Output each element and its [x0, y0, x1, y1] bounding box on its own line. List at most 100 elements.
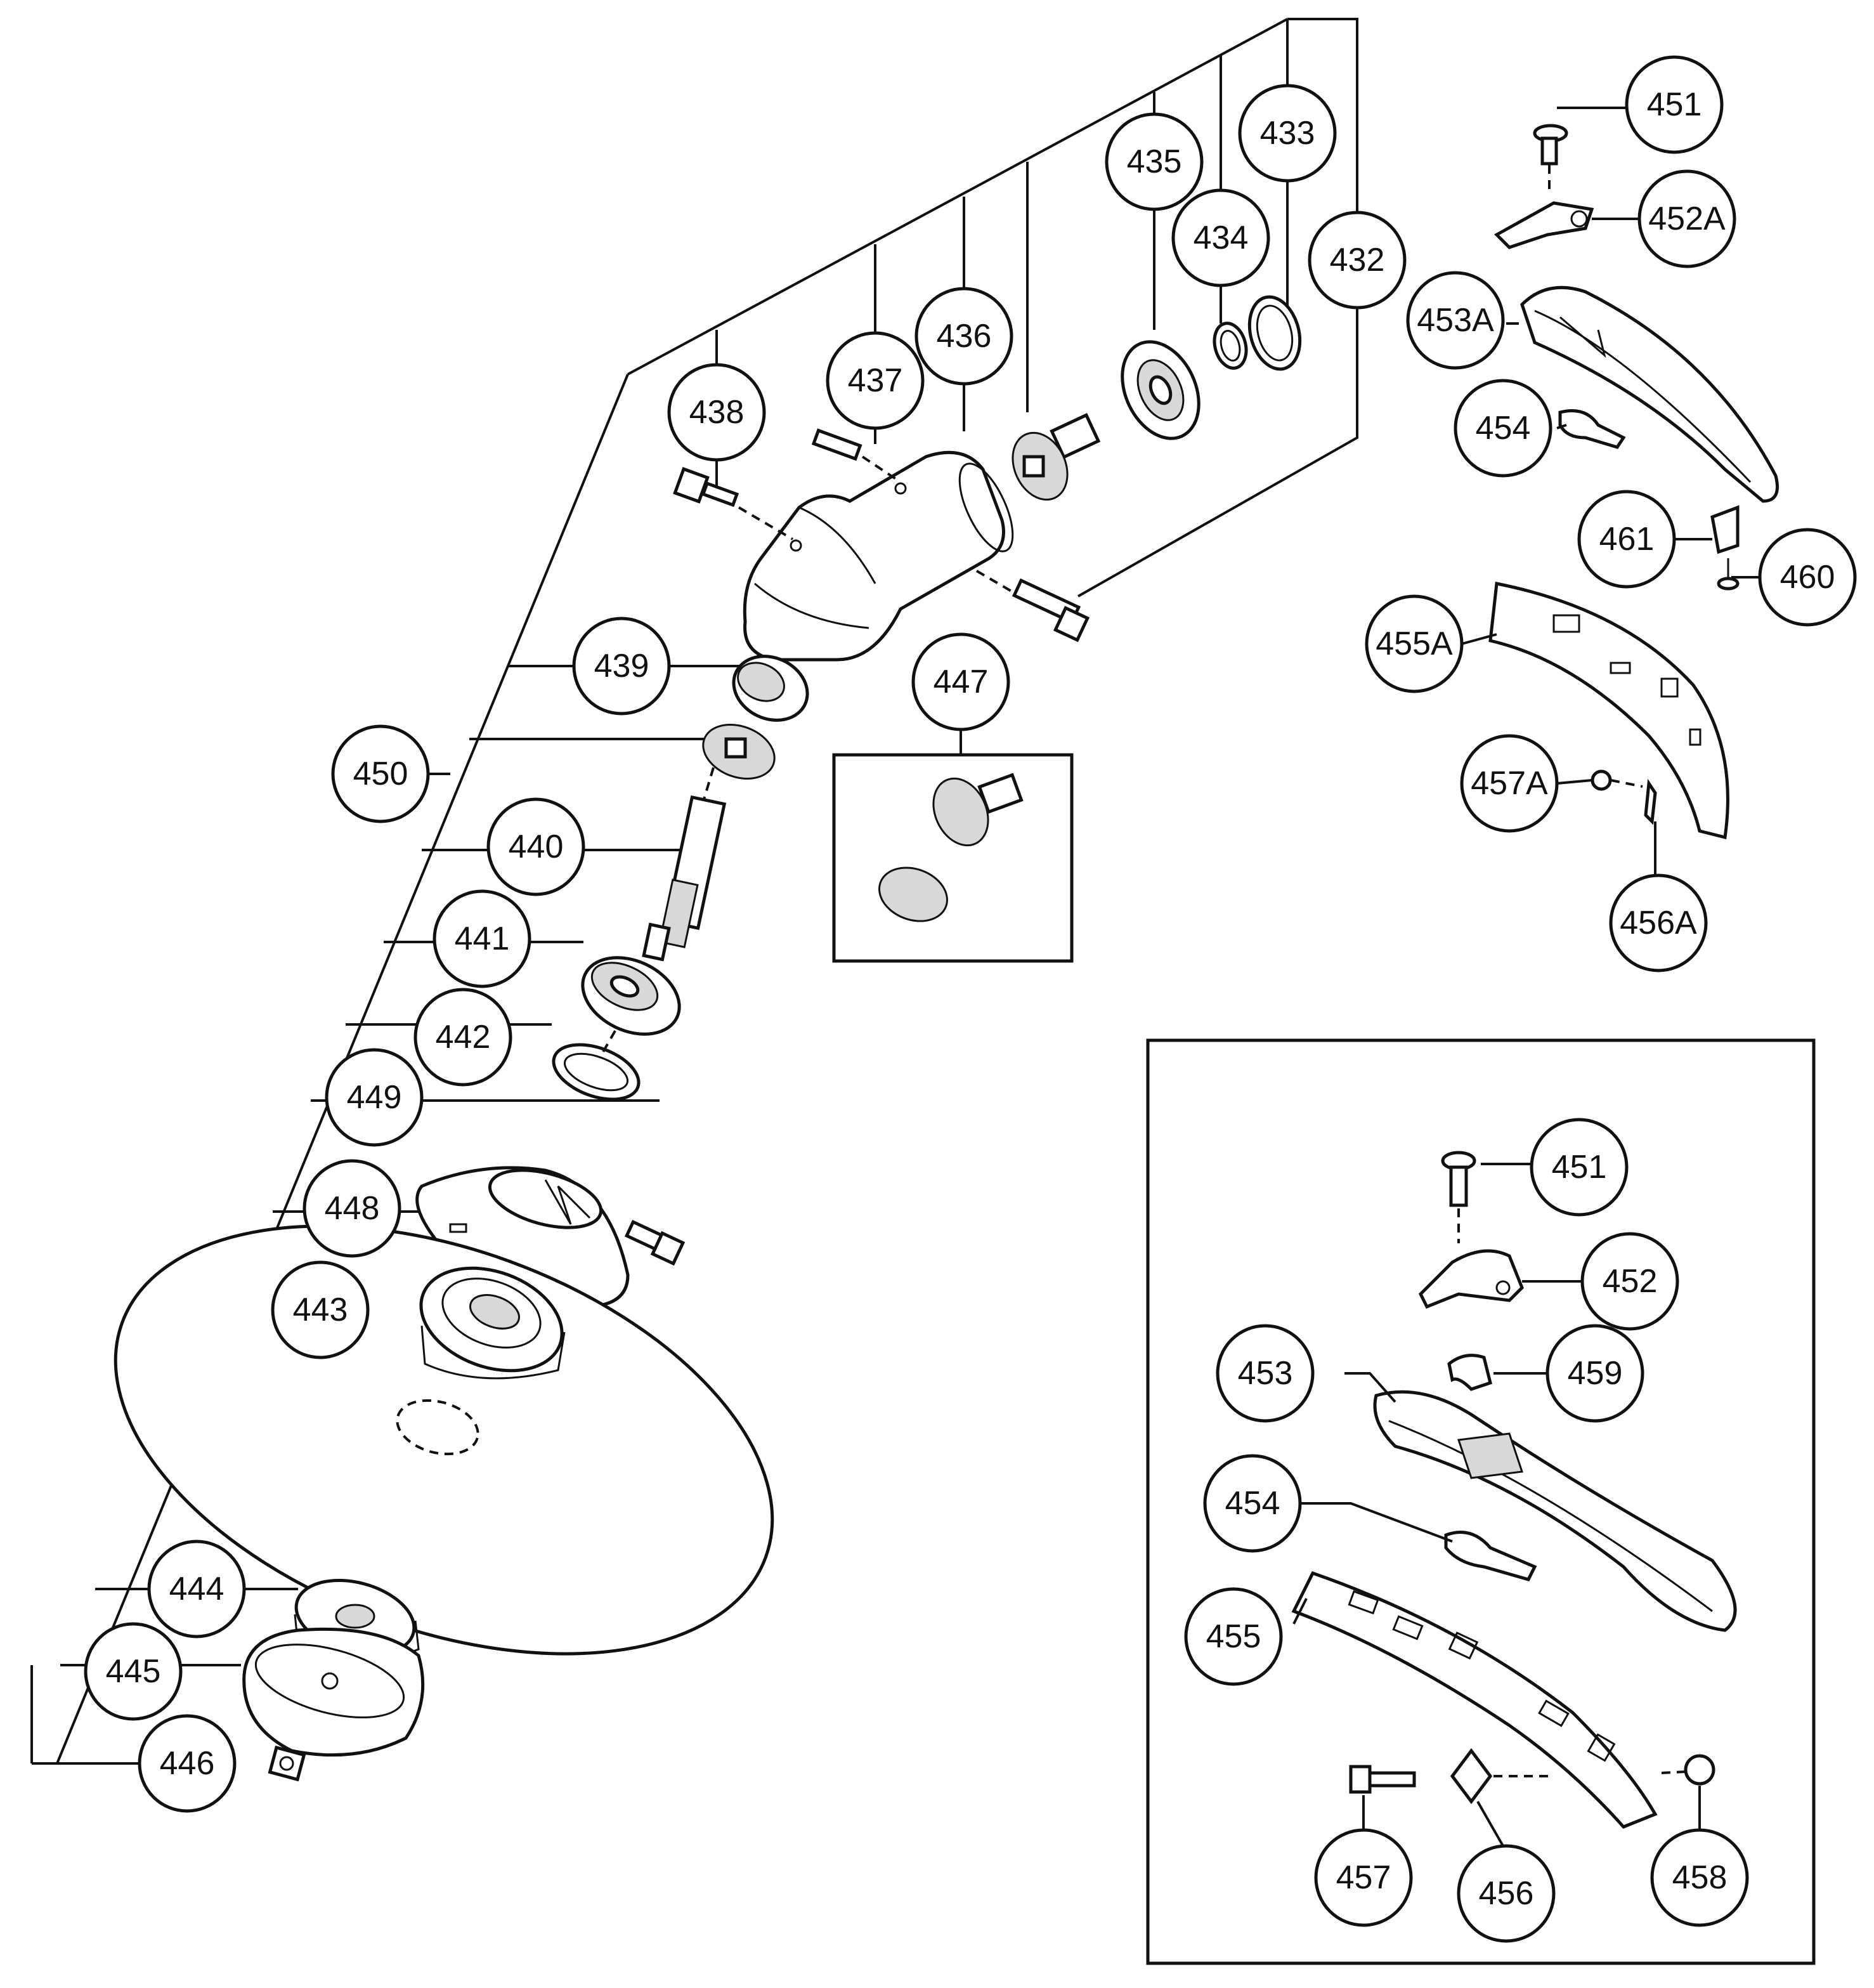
callout-444: 444 — [147, 1540, 246, 1638]
svg-text:440: 440 — [509, 828, 564, 865]
callout-452a: 452A — [1637, 169, 1736, 268]
callout-451: 451 — [1530, 1118, 1629, 1217]
callout-457a: 457A — [1460, 734, 1559, 833]
callout-438: 438 — [667, 363, 766, 462]
svg-text:452A: 452A — [1648, 200, 1726, 237]
svg-text:456: 456 — [1479, 1875, 1534, 1912]
callout-458: 458 — [1650, 1828, 1749, 1927]
svg-text:446: 446 — [160, 1745, 215, 1782]
callout-437: 437 — [826, 331, 925, 430]
svg-text:435: 435 — [1127, 143, 1182, 180]
guard-453 — [1344, 1372, 1737, 1632]
holder-443 — [419, 1266, 566, 1380]
callout-436: 436 — [914, 287, 1013, 386]
svg-text:444: 444 — [169, 1571, 224, 1607]
svg-text:450: 450 — [353, 755, 408, 792]
snap-ring-433 — [1247, 295, 1302, 371]
screw-460 — [1717, 558, 1740, 591]
svg-text:442: 442 — [436, 1019, 491, 1056]
cover-445 — [242, 1627, 425, 1757]
svg-text:437: 437 — [848, 362, 903, 399]
bevel-gear — [702, 723, 776, 780]
callout-441: 441 — [433, 889, 531, 988]
callout-455a: 455A — [1365, 594, 1464, 693]
callout-454: 454 — [1203, 1454, 1302, 1553]
callout-461: 461 — [1577, 490, 1676, 589]
guard-455 — [1291, 1571, 1658, 1829]
callout-432: 432 — [1308, 211, 1407, 310]
svg-text:453A: 453A — [1417, 302, 1494, 339]
callout-455: 455 — [1184, 1587, 1283, 1686]
svg-text:438: 438 — [689, 394, 745, 431]
inset-box — [1146, 1038, 1816, 1965]
svg-text:458: 458 — [1672, 1859, 1728, 1896]
callout-443: 443 — [271, 1260, 370, 1359]
callout-451a: 451 — [1625, 55, 1724, 154]
svg-text:434: 434 — [1194, 219, 1249, 256]
plate-456a — [1644, 778, 1657, 825]
ball-bearing-435 — [1121, 340, 1201, 440]
callout-435: 435 — [1105, 112, 1204, 211]
bolt-437 — [811, 428, 902, 483]
svg-text:461: 461 — [1599, 521, 1655, 558]
callout-442: 442 — [413, 988, 512, 1087]
svg-text:456A: 456A — [1620, 905, 1697, 941]
clamp-454a — [1558, 409, 1626, 449]
shaft-440 — [642, 767, 727, 962]
plate-456 — [1450, 1748, 1554, 1847]
svg-text:457A: 457A — [1471, 765, 1548, 802]
svg-text:448: 448 — [325, 1190, 380, 1227]
callout-453a: 453A — [1406, 271, 1505, 370]
callout-439: 439 — [572, 617, 671, 716]
callout-457: 457 — [1314, 1828, 1413, 1927]
svg-text:449: 449 — [347, 1079, 402, 1116]
ball-bearing-439 — [732, 655, 809, 722]
nut-446 — [268, 1745, 306, 1782]
svg-text:436: 436 — [937, 318, 992, 355]
svg-text:459: 459 — [1568, 1355, 1623, 1392]
snap-ring-442 — [552, 1030, 641, 1101]
callout-459: 459 — [1545, 1324, 1644, 1423]
svg-text:457: 457 — [1336, 1859, 1391, 1896]
callout-449: 449 — [325, 1048, 424, 1147]
svg-text:454: 454 — [1225, 1485, 1280, 1522]
bolt-438 — [673, 467, 794, 540]
ball-bearing-441 — [581, 956, 681, 1036]
callout-453: 453 — [1216, 1324, 1315, 1423]
gear-set-box-447 — [832, 710, 1074, 963]
callout-452: 452 — [1580, 1232, 1679, 1331]
bolt-449 — [624, 1220, 686, 1266]
callout-460: 460 — [1758, 528, 1857, 627]
pinion-gear-436 — [1012, 413, 1101, 501]
callout-456a: 456A — [1609, 873, 1708, 972]
svg-text:447: 447 — [934, 664, 989, 700]
gear-case — [743, 450, 1014, 662]
callout-448: 448 — [303, 1159, 401, 1258]
svg-text:455A: 455A — [1376, 625, 1453, 662]
svg-text:452: 452 — [1603, 1263, 1658, 1300]
screw-451 — [1441, 1151, 1532, 1243]
screw-451a — [1533, 124, 1568, 190]
clip-452 — [1418, 1249, 1585, 1309]
clamp-454 — [1281, 1502, 1537, 1581]
svg-text:453: 453 — [1238, 1355, 1293, 1392]
callout-454a: 454 — [1454, 379, 1552, 478]
svg-text:451: 451 — [1552, 1149, 1607, 1186]
svg-text:451: 451 — [1647, 86, 1702, 123]
guard-455a — [1488, 582, 1729, 840]
screw-457a — [1591, 769, 1643, 791]
callout-440: 440 — [486, 797, 585, 896]
svg-text:432: 432 — [1330, 242, 1385, 278]
guard-453a — [1520, 285, 1779, 503]
bolt-457 — [1349, 1765, 1416, 1840]
clip-452a — [1493, 201, 1594, 249]
clamp-bolt-432 — [975, 570, 1090, 643]
callout-434: 434 — [1171, 188, 1270, 287]
svg-text:441: 441 — [455, 920, 510, 957]
callout-433: 433 — [1238, 84, 1337, 183]
svg-text:460: 460 — [1780, 559, 1835, 596]
callout-450: 450 — [331, 724, 430, 823]
svg-text:454: 454 — [1476, 410, 1531, 447]
callout-445: 445 — [84, 1622, 183, 1721]
